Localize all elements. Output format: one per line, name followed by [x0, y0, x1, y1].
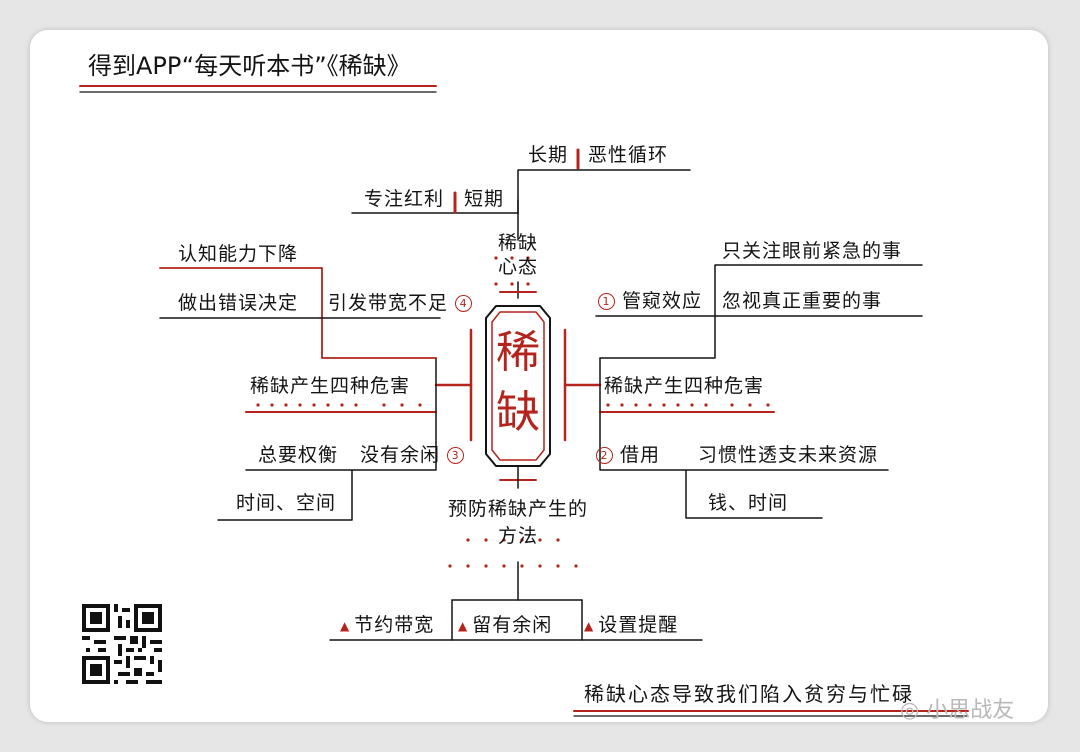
number-badge-4: 4 — [455, 295, 473, 312]
emphasis-dots — [256, 256, 770, 568]
node-long-term: 长期 — [528, 144, 569, 166]
wechat-icon: ◎ — [900, 698, 920, 723]
node-short-term: 短期 — [464, 188, 505, 210]
node-urgent-only: 只关注眼前紧急的事 — [722, 240, 903, 262]
keep-slack-label: 留有余闲 — [472, 614, 553, 636]
seal-char-que: 缺 — [496, 387, 540, 438]
triangle-icon: ▲ — [340, 618, 351, 633]
node-keep-slack: ▲留有余闲 — [458, 616, 552, 635]
save-bandwidth-label: 节约带宽 — [354, 614, 435, 636]
borrow-label: 借用 — [620, 444, 661, 466]
node-right-four-harms: 稀缺产生四种危害 — [604, 375, 765, 397]
watermark: ◎ 小思战友 — [900, 692, 1014, 724]
seal-char-xi: 稀 — [496, 327, 540, 378]
node-ignore-important: 忽视真正重要的事 — [722, 290, 883, 312]
triangle-icon: ▲ — [458, 618, 469, 633]
node-money-time: 钱、时间 — [708, 492, 789, 514]
conclusion-text: 稀缺心态导致我们陷入贫穷与忙碌 — [584, 682, 914, 706]
number-badge-2: 2 — [596, 447, 613, 464]
node-left-four-harms: 稀缺产生四种危害 — [250, 375, 411, 397]
number-badge-1: 1 — [598, 293, 615, 310]
node-tradeoff: 总要权衡 — [258, 444, 339, 466]
node-prevention-methods: 预防稀缺产生的方法 — [448, 498, 589, 547]
triangle-icon: ▲ — [584, 618, 595, 633]
node-scarcity-mindset: 稀缺心态 — [497, 232, 538, 278]
no-slack-label: 没有余闲 — [360, 444, 441, 466]
number-badge-3: 3 — [447, 447, 465, 464]
node-no-slack: 没有余闲 3 — [360, 444, 465, 466]
node-wrong-decision: 做出错误决定 — [178, 292, 299, 314]
watermark-text: 小思战友 — [926, 698, 1015, 723]
node-focus-bonus: 专注红利 — [364, 188, 445, 210]
node-tunnel-effect: 1 管窥效应 — [598, 292, 702, 311]
node-vicious-cycle: 恶性循环 — [588, 144, 669, 166]
node-set-reminder: ▲设置提醒 — [584, 616, 678, 635]
mindmap-card — [30, 30, 1048, 722]
qr-code[interactable] — [78, 600, 166, 688]
node-bandwidth-shortage: 引发带宽不足 4 — [328, 292, 473, 314]
node-time-space: 时间、空间 — [236, 492, 337, 514]
node-borrow: 2 借用 — [596, 446, 660, 465]
bandwidth-label: 引发带宽不足 — [328, 292, 449, 314]
node-cognitive-decline: 认知能力下降 — [178, 243, 299, 265]
tunnel-label: 管窥效应 — [622, 290, 703, 312]
node-save-bandwidth: ▲节约带宽 — [340, 616, 434, 635]
node-overdraw-future: 习惯性透支未来资源 — [698, 444, 879, 466]
page-title: 得到APP“每天听本书”《稀缺》 — [88, 52, 411, 80]
central-seal: 稀 缺 — [476, 305, 560, 467]
set-reminder-label: 设置提醒 — [598, 614, 679, 636]
